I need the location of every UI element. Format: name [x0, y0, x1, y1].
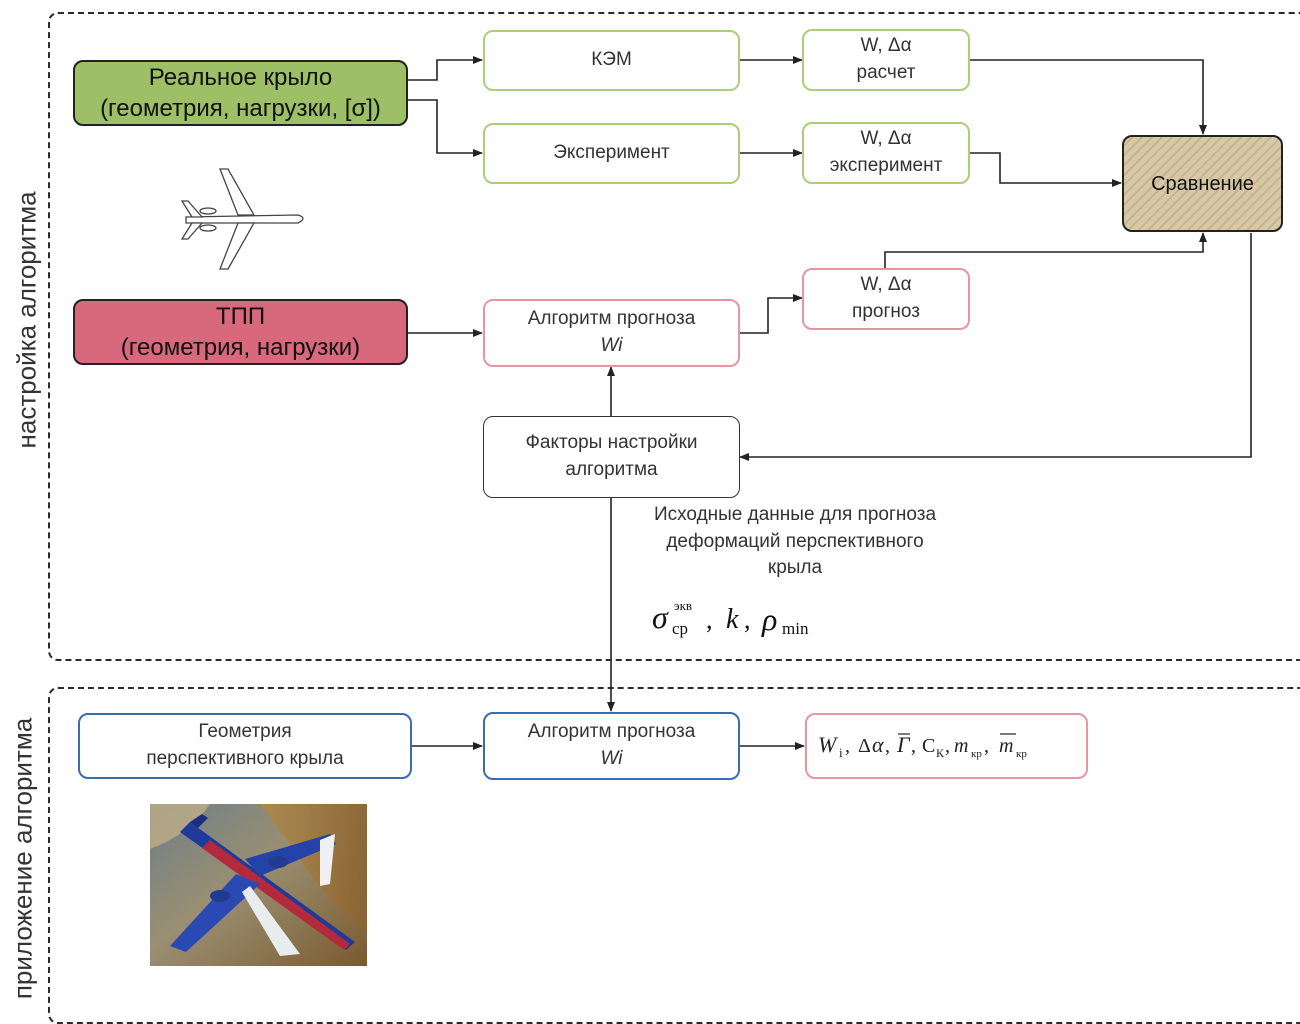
factors-line2: алгоритма [565, 459, 658, 480]
comparison-label: Сравнение [1151, 172, 1254, 195]
input-data-annotation: Исходные данные для прогноза деформаций … [600, 502, 990, 582]
airplane-photo [150, 804, 367, 966]
svg-text:σ: σ [652, 599, 669, 635]
w-calc-node: W, Δα расчет [802, 29, 970, 91]
svg-text:Γ: Γ [896, 732, 911, 757]
svg-text:k: k [726, 604, 739, 635]
application-section-frame [48, 687, 1300, 1024]
real-wing-line1: Реальное крыло [148, 63, 333, 91]
factors-node: Факторы настройки алгоритма [483, 416, 740, 498]
arrow-wforecast-to-comparison [884, 232, 1207, 268]
tpp-line2: (геометрия, нагрузки) [120, 334, 361, 361]
experiment-label: Эксперимент [553, 142, 670, 164]
kem-label: КЭМ [591, 49, 632, 71]
comparison-node: Сравнение [1122, 135, 1283, 232]
w-exp-node: W, Δα эксперимент [802, 122, 970, 184]
real-wing-node: Реальное крыло (геометрия, нагрузки, [σ]… [73, 60, 408, 126]
svg-text:C: C [922, 735, 935, 757]
arrow-wexp-to-comparison [970, 152, 1122, 187]
svg-text:W: W [818, 732, 838, 757]
svg-text:ρ: ρ [761, 601, 777, 637]
svg-text:К: К [936, 746, 945, 760]
svg-text:,: , [744, 605, 751, 634]
factors-line1: Факторы настройки [525, 432, 698, 454]
algorithm2-node: Алгоритм прогноза Wi [483, 712, 740, 780]
arrow-algorithm-to-wforecast [740, 294, 803, 334]
svg-text:m: m [954, 735, 968, 757]
w-exp-line2: эксперимент [829, 155, 943, 176]
arrow-real-to-kem [408, 56, 483, 81]
svg-text:,: , [911, 735, 916, 757]
algorithm2-line2: Wi [600, 748, 623, 769]
geometry-node: Геометрия перспективного крыла [78, 713, 412, 779]
algorithm2-line1: Алгоритм прогноза [527, 721, 696, 743]
arrow-wcalc-to-comparison [970, 59, 1207, 135]
params-formula-glyphs: σ экв ср , k , ρ min [652, 598, 809, 638]
algorithm-line2: Wi [600, 335, 623, 356]
svg-text:,: , [984, 735, 989, 757]
w-forecast-line1: W, Δα [860, 274, 912, 296]
input-data-line2: деформаций перспективного [666, 530, 924, 552]
geometry-line1: Геометрия [198, 721, 292, 743]
experiment-node: Эксперимент [483, 123, 740, 184]
svg-text:Δ: Δ [858, 735, 871, 757]
svg-text:,: , [885, 735, 890, 757]
w-calc-line1: W, Δα [860, 35, 912, 57]
input-data-line3: крыла [767, 557, 823, 579]
input-data-line1: Исходные данные для прогноза [653, 504, 937, 525]
outputs-formula: W i , Δ α , Γ , C К , m кр , m кр [818, 732, 1027, 760]
svg-text:i: i [839, 745, 843, 760]
svg-text:,: , [845, 735, 850, 757]
arrow-comparison-to-factors [739, 233, 1252, 461]
geometry-line2: перспективного крыла [146, 748, 344, 769]
w-forecast-line2: прогноз [852, 301, 920, 322]
w-exp-line1: W, Δα [860, 128, 912, 150]
svg-text:,: , [706, 605, 713, 634]
real-wing-line2: (геометрия, нагрузки, [σ]) [100, 95, 381, 122]
svg-text:кр: кр [1016, 748, 1027, 760]
algorithm-line1: Алгоритм прогноза [527, 308, 696, 330]
tuning-section-frame [48, 12, 1300, 661]
svg-text:α: α [872, 732, 884, 757]
airplane-outline-icon [180, 168, 304, 270]
w-forecast-node: W, Δα прогноз [802, 268, 970, 330]
svg-text:экв: экв [674, 598, 692, 613]
algorithm-node: Алгоритм прогноза Wi [483, 299, 740, 367]
svg-text:кр: кр [971, 748, 982, 760]
airplane-photo-graphic [150, 804, 367, 966]
svg-text:,: , [945, 735, 950, 757]
svg-text:m: m [999, 735, 1013, 757]
svg-text:ср: ср [672, 619, 688, 638]
arrow-real-to-experiment [408, 99, 483, 157]
svg-text:min: min [782, 619, 809, 638]
outputs-node: W i , Δ α , Γ , C К , m кр , m кр [805, 713, 1088, 779]
tpp-node: ТПП (геометрия, нагрузки) [73, 299, 408, 365]
tpp-line1: ТПП [215, 302, 266, 330]
kem-node: КЭМ [483, 30, 740, 91]
w-calc-line2: расчет [856, 62, 916, 83]
params-formula: σ экв ср , k , ρ min [652, 596, 852, 644]
